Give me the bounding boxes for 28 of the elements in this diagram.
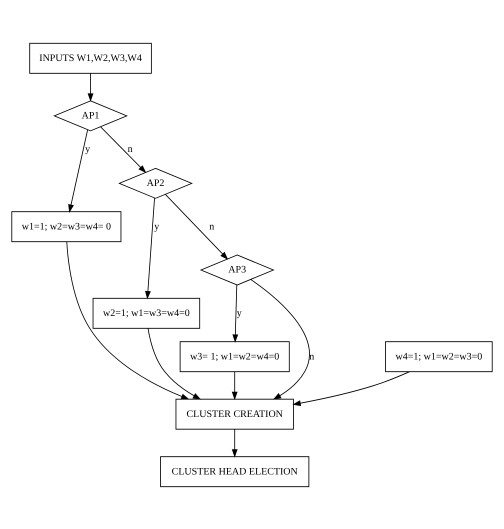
arrow xyxy=(232,428,238,458)
arrow xyxy=(145,197,155,299)
arrow xyxy=(232,284,238,342)
node-box: CLUSTER CREATION xyxy=(176,398,294,430)
node-box: INPUTS W1,W2,W3,W4 xyxy=(29,42,152,74)
edge-label: y xyxy=(236,307,242,318)
node-diamond: AP3 xyxy=(200,254,275,285)
node-box: w3= 1; w1=w2=w4=0 xyxy=(180,340,290,372)
edge-label: n xyxy=(209,220,214,232)
arrow xyxy=(148,328,202,400)
edge-label: y xyxy=(154,220,160,232)
node-box: CLUSTER HEAD ELECTION xyxy=(160,456,310,487)
edge-label: n xyxy=(309,350,314,362)
edge-label: y xyxy=(85,144,90,155)
node-box: w2=1; w1=w3=w4=0 xyxy=(92,297,200,328)
node-box: w1=1; w2=w3=w4= 0 xyxy=(11,210,122,242)
arrow xyxy=(100,126,146,173)
edge-label: n xyxy=(128,144,133,155)
arrow xyxy=(68,128,88,212)
node-diamond: AP2 xyxy=(118,167,193,198)
arrow xyxy=(250,278,310,400)
arrow xyxy=(232,370,238,400)
arrow xyxy=(292,370,410,406)
node-box: w4=1; w1=w2=w3=0 xyxy=(385,340,493,372)
arrow xyxy=(165,194,228,260)
arrow xyxy=(66,241,190,400)
arrow xyxy=(88,72,94,102)
node-diamond: AP1 xyxy=(53,100,128,131)
